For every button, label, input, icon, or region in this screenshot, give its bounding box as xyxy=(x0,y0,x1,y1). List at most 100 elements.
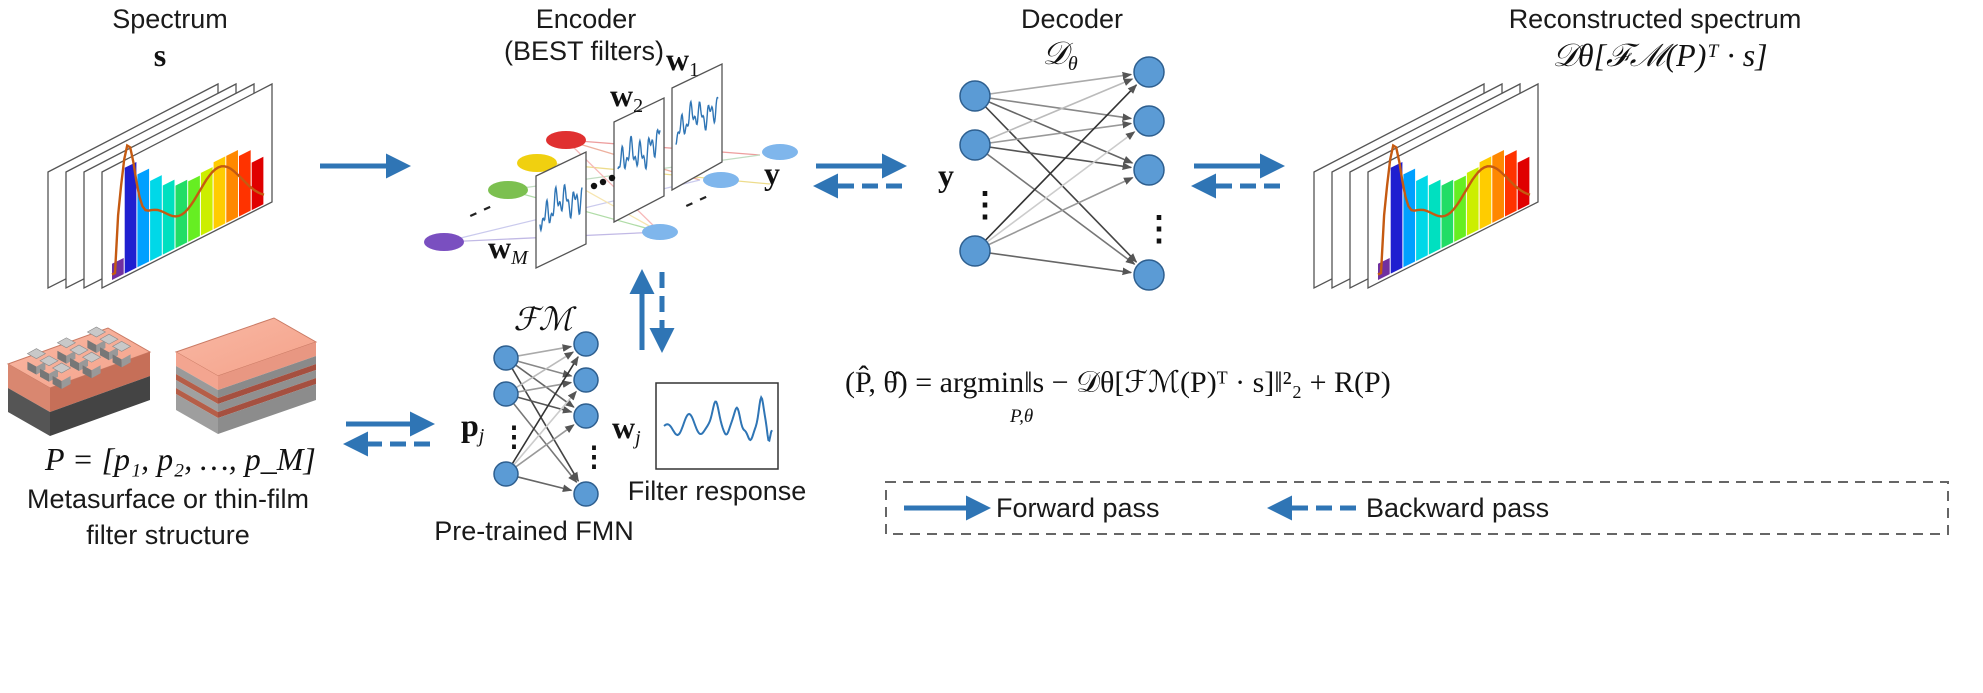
encoder-output-y: y xyxy=(764,155,780,191)
recon-spectrum-bars xyxy=(1378,150,1530,280)
pillar-side xyxy=(96,340,106,353)
spectrum-bar xyxy=(213,156,226,230)
pretrained-fmn-label: Pre-trained FMN xyxy=(434,516,634,546)
encoder-input-ellipsis: - - xyxy=(462,191,496,227)
fmn-output-ellipsis: ⋮ xyxy=(580,442,608,473)
wj-label: wj xyxy=(612,409,641,449)
spectrum-symbol: s xyxy=(154,37,166,73)
filter-response-waveform xyxy=(663,395,773,443)
pillar-top xyxy=(56,337,77,349)
filter-response-box xyxy=(655,382,779,470)
encoder-output-ellipsis: - - xyxy=(678,181,712,217)
pj-label: pj xyxy=(461,407,485,447)
recon-formula: 𝒟θ[ℱℳ(P)ᵀ · s] xyxy=(1552,37,1767,73)
decoder-symbol: 𝒟θ xyxy=(1042,35,1078,75)
network-edge xyxy=(505,424,575,475)
pillar-side xyxy=(40,368,49,382)
encoder-input-node xyxy=(488,181,528,199)
spectrum-bar xyxy=(1428,179,1441,255)
encoder-subtitle: (BEST filters) xyxy=(504,36,664,66)
structure-caption-line2: filter structure xyxy=(86,520,250,550)
decoder-input-y: y xyxy=(938,157,954,193)
pillar-side xyxy=(52,376,62,389)
encoder-title: Encoder xyxy=(536,4,637,34)
network-edge xyxy=(505,357,580,482)
filter-response-label: Filter response xyxy=(628,476,807,506)
decoder-input-node xyxy=(959,235,991,267)
spectrum-curve xyxy=(111,143,265,276)
network-edge xyxy=(505,355,579,475)
network-edge xyxy=(974,131,1136,252)
fmn-input-node xyxy=(493,461,519,487)
network-edge xyxy=(505,357,575,408)
filter-panels-ellipsis xyxy=(590,174,616,190)
network-edge xyxy=(974,144,1136,265)
fm-symbol: ℱℳ xyxy=(513,301,577,337)
decoder-input-node xyxy=(959,129,991,161)
metasurface-structure xyxy=(6,326,152,436)
pillar-side xyxy=(27,361,37,375)
pillar-side xyxy=(100,347,109,361)
network-edge xyxy=(505,393,578,484)
structure-caption-line1: Metasurface or thin-film xyxy=(27,484,309,514)
fmn-input-ellipsis: ⋮ xyxy=(500,422,528,453)
pillar-top xyxy=(111,341,132,352)
filter-waveform-wM xyxy=(539,183,583,233)
spectrum-bar xyxy=(150,175,162,261)
w2-label: w2 xyxy=(610,77,643,117)
fmn-output-node xyxy=(573,367,599,393)
spectrum-bar xyxy=(1479,156,1492,230)
structure-parameter-set: P = [p₁, p₂, …, p_M] xyxy=(44,441,316,477)
spectrum-bar xyxy=(137,168,150,268)
fmn-output-node xyxy=(573,403,599,429)
encoder-output-node xyxy=(642,224,678,240)
pillar-side xyxy=(57,350,67,364)
pillar-side xyxy=(70,358,79,371)
pillar-top xyxy=(99,333,119,345)
filter-waveform-w1 xyxy=(675,96,719,145)
network-edge xyxy=(974,176,1134,252)
spectrum-bar xyxy=(1492,150,1504,223)
recon-title: Reconstructed spectrum xyxy=(1509,4,1802,34)
pillar-top xyxy=(51,362,72,374)
decoder-output-node xyxy=(1133,56,1165,88)
pillar-side xyxy=(112,354,122,368)
encoder-output-node xyxy=(762,144,798,160)
pillar-side xyxy=(36,361,46,375)
decoder-network: ⋮ ⋮ xyxy=(959,56,1176,291)
reconstructed-spectrum-stack xyxy=(1313,82,1539,290)
legend-frame xyxy=(885,481,1949,535)
spectrum-bar xyxy=(124,161,137,274)
encoder-input-node xyxy=(517,154,557,172)
spectrum-bar xyxy=(1454,175,1466,242)
pillar-top xyxy=(26,348,47,359)
network-edge xyxy=(505,351,575,395)
pillar-top xyxy=(81,351,102,363)
encoder-input-node xyxy=(546,131,586,149)
pillar-side xyxy=(82,365,92,379)
legend: Forward pass Backward pass xyxy=(885,481,1949,535)
network-edge xyxy=(505,390,577,475)
filter-panel-w2 xyxy=(613,96,665,224)
network-edge xyxy=(974,95,1134,164)
pillar-side xyxy=(87,340,97,353)
pillar-side xyxy=(61,376,71,389)
pillar-side xyxy=(66,350,76,364)
decoder-output-ellipsis: ⋮ xyxy=(1142,211,1176,248)
pillar-top xyxy=(86,326,107,338)
network-edge xyxy=(974,78,1134,146)
filter-panel-w1 xyxy=(671,62,723,192)
network-edge xyxy=(974,120,1133,146)
decoder-output-node xyxy=(1133,154,1165,186)
spectrum-title: Spectrum xyxy=(112,4,228,34)
pillar-side xyxy=(91,365,101,379)
spectrum-bar xyxy=(226,150,238,223)
spectrum-bar xyxy=(1416,175,1428,261)
legend-forward-label: Forward pass xyxy=(996,493,1160,523)
spectrum-bar xyxy=(1403,168,1416,268)
pillar-top xyxy=(39,355,59,367)
decoder-output-node xyxy=(1133,259,1165,291)
pillar-side xyxy=(49,368,58,382)
spectrum-bar xyxy=(188,175,200,242)
network-edge xyxy=(974,71,1133,97)
